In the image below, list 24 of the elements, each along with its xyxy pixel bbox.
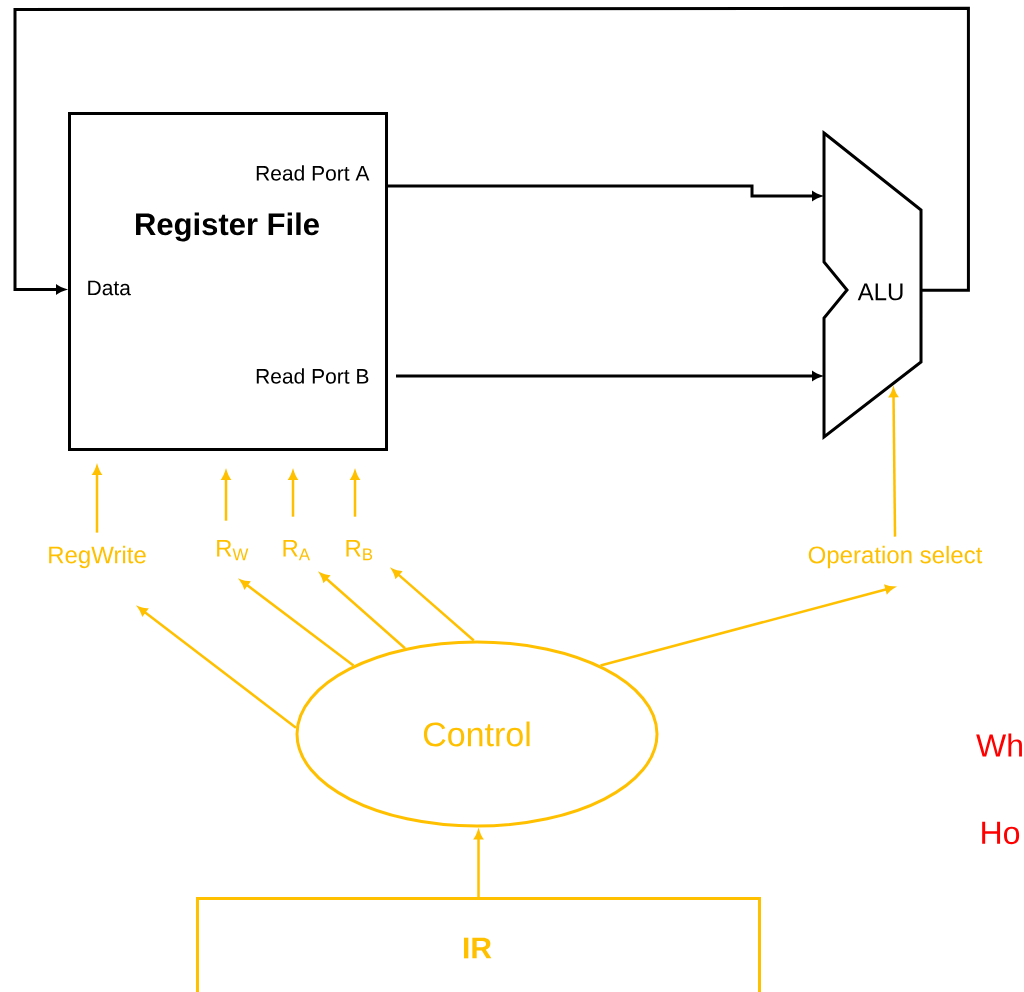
arrow	[240, 579, 355, 667]
signal-label: R$_{A}$	[283, 539, 310, 561]
port-label: Read Port B	[256, 368, 369, 384]
arrow	[288, 470, 298, 517]
arrow	[391, 568, 475, 642]
note-text: Ho	[982, 821, 1020, 845]
note-text: Wh	[976, 733, 1022, 757]
signal-label: RegWrite	[49, 545, 146, 569]
arrow	[138, 606, 297, 729]
arrow	[221, 470, 231, 521]
arrow	[319, 572, 406, 650]
port-label: Read Port A	[256, 165, 370, 181]
ir-box: IR	[196, 897, 761, 992]
arrow	[889, 388, 898, 537]
port-label: Data	[88, 280, 131, 296]
arrow	[350, 470, 360, 517]
signal-label: R$_{B}$	[346, 539, 373, 561]
arrow	[600, 584, 895, 667]
arrow	[92, 465, 102, 533]
signal-label: Operation select	[808, 545, 983, 569]
signal-label: R$_{W}$	[217, 539, 249, 561]
arrow	[13, 6, 970, 294]
arrow	[396, 371, 822, 381]
arrow	[388, 184, 822, 201]
